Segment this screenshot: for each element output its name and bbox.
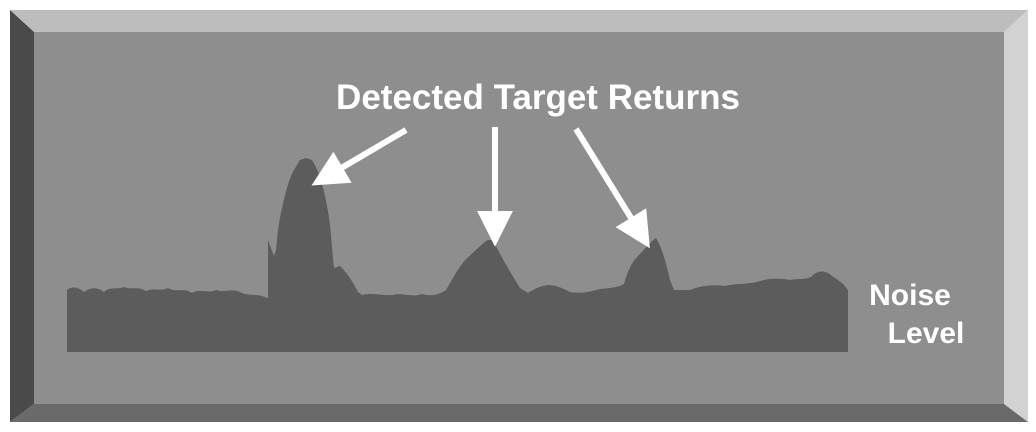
detected-target-returns-label: Detected Target Returns	[336, 78, 740, 117]
arrow-to-target-1	[311, 127, 408, 186]
level-label: Level	[888, 317, 965, 350]
noise-label: Noise	[869, 279, 951, 312]
bevel-right	[1004, 10, 1028, 422]
arrow-to-target-3	[573, 127, 650, 249]
bevel-bottom	[10, 404, 1028, 422]
signal-waveform	[67, 158, 848, 352]
bevel-top	[10, 10, 1028, 32]
bevel-left	[10, 10, 34, 422]
